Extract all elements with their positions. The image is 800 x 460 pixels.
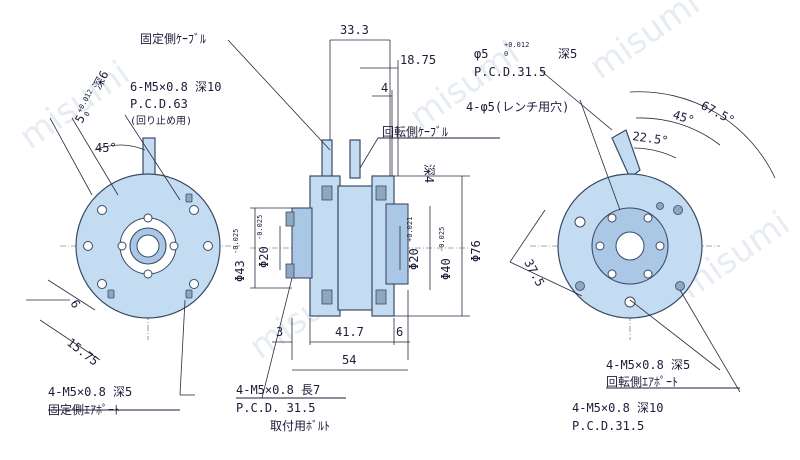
dia-76: Φ76 bbox=[469, 240, 483, 262]
watermark: misumi bbox=[582, 0, 707, 87]
dia-43-group: Φ43 -0.025 bbox=[232, 229, 247, 282]
depth-4-label: 深4 bbox=[422, 164, 436, 183]
bolt-label-2: P.C.D. 31.5 bbox=[236, 401, 315, 415]
dim-41-7: 41.7 bbox=[335, 325, 364, 339]
left-dim-6: 6 bbox=[67, 297, 83, 311]
left-dim-15-75: 15.75 bbox=[64, 335, 101, 368]
left-tapped-label-3: (回り止め用) bbox=[130, 115, 192, 127]
rotating-cable-stub bbox=[611, 129, 641, 179]
left-view bbox=[26, 114, 240, 411]
dim-18-75: 18.75 bbox=[400, 53, 436, 67]
dia-20b-group: Φ20 +0.021 bbox=[406, 217, 421, 270]
fixed-cable-stub-side bbox=[321, 139, 333, 179]
dim-3: 3 bbox=[276, 325, 283, 339]
left-tapped-label-2: P.C.D.63 bbox=[130, 97, 188, 111]
right-tapped-label-1: 4-M5×0.8 深10 bbox=[572, 401, 663, 415]
phi5-tol-plus: +0.012 bbox=[504, 41, 529, 49]
dim-4: 4 bbox=[381, 81, 388, 95]
angle-22-5: 22.5° bbox=[632, 129, 670, 148]
left-port-label-1: 4-M5×0.8 深5 bbox=[48, 385, 132, 399]
phi5-tol-minus: 0 bbox=[504, 50, 508, 58]
right-port-label-2: 回転側ｴｱﾎﾟｰﾄ bbox=[606, 375, 678, 389]
phi5-label: φ5 bbox=[474, 47, 488, 61]
dia-20a-group: Φ20 -0.025 bbox=[256, 215, 271, 268]
dia-40-group: Φ40 -0.025 bbox=[438, 227, 453, 280]
tapped-holes bbox=[83, 193, 213, 299]
left-tapped-label-1: 6-M5×0.8 深10 bbox=[130, 80, 221, 94]
right-tapped-label-2: P.C.D.31.5 bbox=[572, 419, 644, 433]
left-port-label-2: 固定側ｴｱﾎﾟｰﾄ bbox=[48, 402, 120, 417]
dim-33-3: 33.3 bbox=[340, 23, 369, 37]
phi5-pcd: P.C.D.31.5 bbox=[474, 65, 546, 79]
center-view bbox=[227, 39, 500, 399]
dia-43: Φ43 bbox=[233, 260, 247, 282]
dia-40-tol: -0.025 bbox=[438, 227, 446, 252]
right-holes bbox=[574, 202, 685, 308]
dia-20a-tol: -0.025 bbox=[256, 215, 264, 240]
wrench-holes-label: 4-φ5(レンチ用穴) bbox=[466, 99, 569, 114]
right-view bbox=[509, 69, 776, 393]
phi5-depth: 深5 bbox=[558, 47, 577, 61]
angle-67-5: 67.5° bbox=[699, 98, 737, 127]
bolt-label-1: 4-M5×0.8 長7 bbox=[236, 383, 320, 397]
dim-6-center: 6 bbox=[396, 325, 403, 339]
dim-37-5: 37.5 bbox=[521, 257, 547, 289]
bolt-label-3: 取付用ﾎﾞﾙﾄ bbox=[270, 419, 330, 433]
angle-45-right: 45° bbox=[671, 108, 696, 128]
left-angle-45: 45° bbox=[95, 141, 117, 155]
dia-43-tol: -0.025 bbox=[232, 229, 240, 254]
dia-20b: Φ20 bbox=[407, 248, 421, 270]
fixed-cable-label: 固定側ｹｰﾌﾞﾙ bbox=[140, 31, 206, 46]
dia-20b-tol: +0.021 bbox=[406, 217, 414, 242]
rotating-cable-stub-side bbox=[349, 139, 361, 179]
right-port-label-1: 4-M5×0.8 深5 bbox=[606, 358, 690, 372]
watermark: misumi bbox=[12, 53, 137, 157]
dim-54: 54 bbox=[342, 353, 356, 367]
dia-20a: Φ20 bbox=[257, 246, 271, 268]
dia-40: Φ40 bbox=[439, 258, 453, 280]
rotating-cable-label: 回転側ｹｰﾌﾞﾙ bbox=[382, 125, 448, 139]
left-dim-5-tol-minus: 0 bbox=[83, 110, 92, 117]
